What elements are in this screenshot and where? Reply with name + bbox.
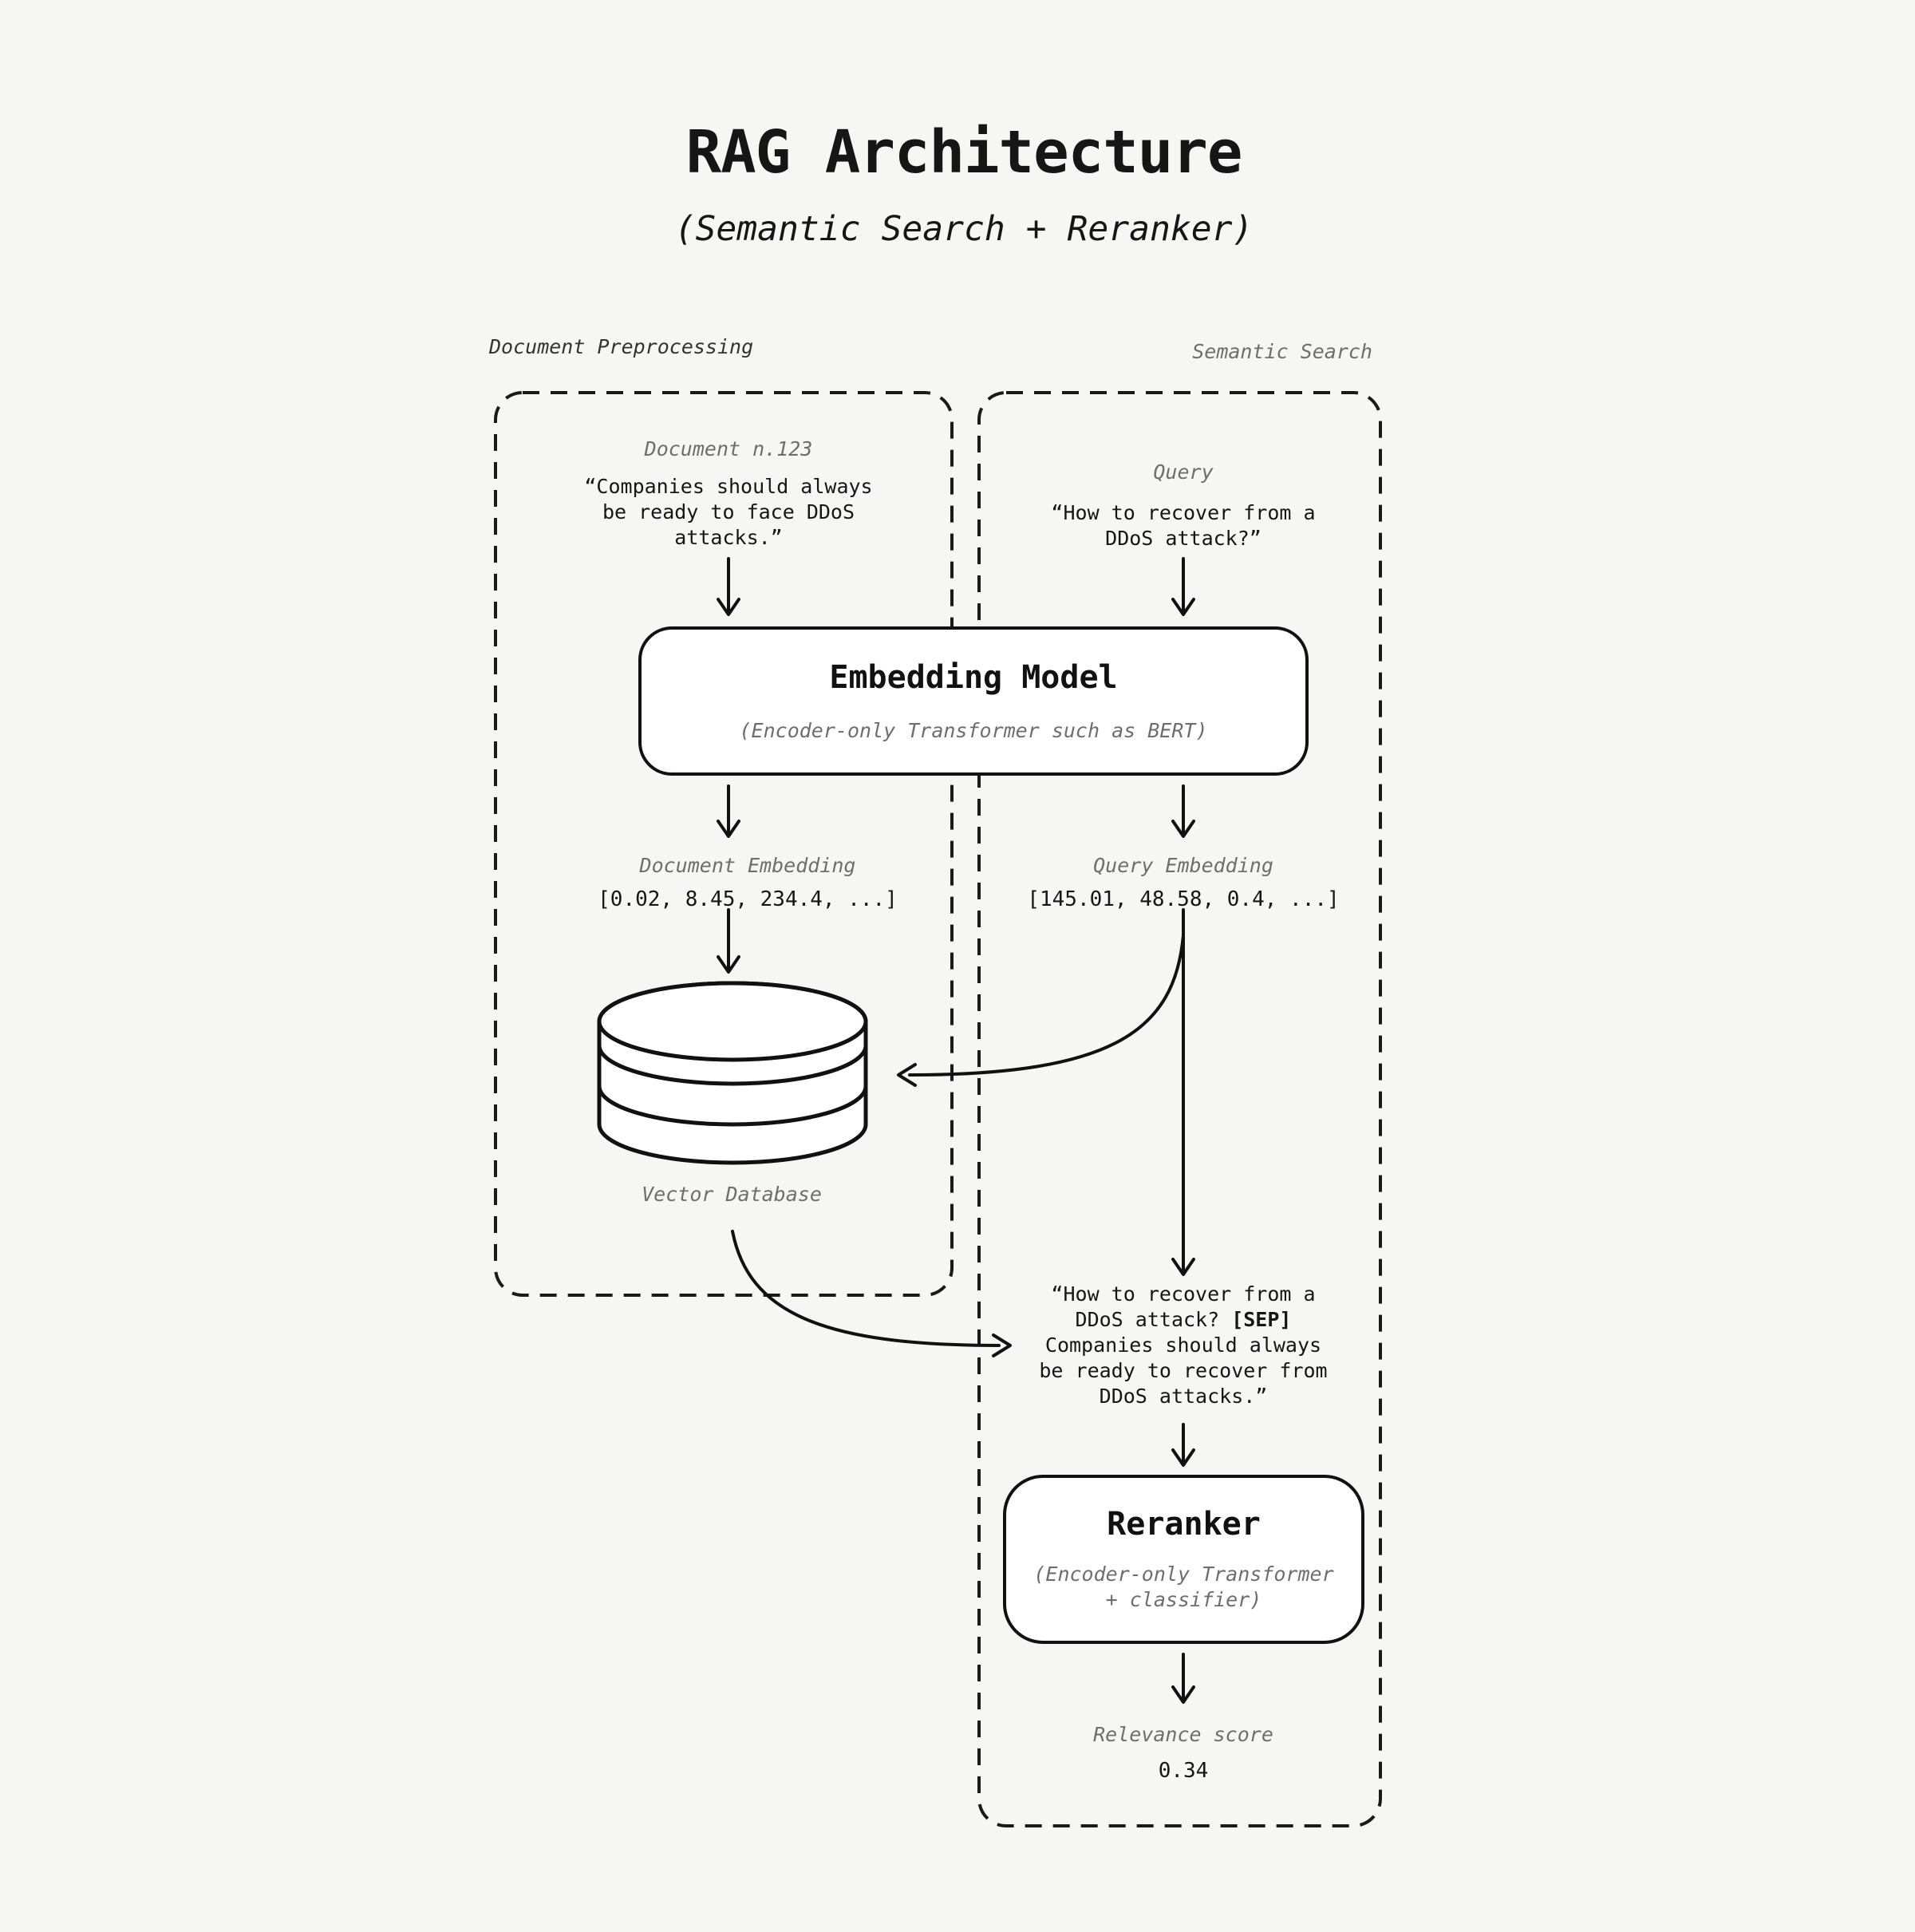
document-label: Document n.123: [644, 437, 813, 460]
arrow-query-to-embedding-icon: [1171, 557, 1195, 616]
document-preprocessing-box: [494, 391, 954, 1297]
page-subtitle: (Semantic Search + Reranker): [674, 209, 1254, 249]
embedding-model-subtitle: (Encoder-only Transformer such as BERT): [739, 718, 1208, 742]
reranker-input-line4: be ready to recover from: [1039, 1359, 1328, 1382]
reranker-box: Reranker (Encoder-only Transformer + cla…: [1003, 1475, 1364, 1644]
section-label-document-preprocessing: Document Preprocessing: [489, 335, 754, 358]
database-icon: [597, 981, 868, 1165]
arrow-query-embedding-to-input-icon: [1171, 908, 1195, 1276]
arrow-doc-embedding-to-db-icon: [717, 908, 740, 974]
reranker-title: Reranker: [1107, 1506, 1261, 1543]
reranker-input-line1: “How to recover from a: [1051, 1282, 1316, 1306]
reranker-input-line2: DDoS attack? [SEP]: [1075, 1308, 1292, 1331]
arrow-embedding-to-query-embedding-icon: [1171, 784, 1195, 838]
document-embedding-label: Document Embedding: [639, 854, 856, 877]
query-embedding-label: Query Embedding: [1093, 854, 1273, 877]
section-label-semantic-search: Semantic Search: [1192, 340, 1372, 363]
reranker-subtitle: (Encoder-only Transformer + classifier): [1033, 1563, 1334, 1611]
document-embedding-values: [0.02, 8.45, 234.4, ...]: [598, 887, 898, 911]
reranker-input-line3: Companies should always: [1044, 1333, 1322, 1357]
semantic-search-box: [977, 391, 1382, 1827]
embedding-model-box: Embedding Model (Encoder-only Transforme…: [638, 626, 1309, 776]
relevance-score-label: Relevance score: [1093, 1723, 1273, 1746]
page-title: RAG Architecture: [685, 118, 1243, 187]
arrow-query-embedding-to-db-icon: [897, 934, 1185, 1087]
arrow-document-to-embedding-icon: [717, 557, 740, 616]
arrow-reranker-to-score-icon: [1171, 1653, 1195, 1704]
arrow-embedding-to-doc-embedding-icon: [717, 784, 740, 838]
arrow-input-to-reranker-icon: [1171, 1423, 1195, 1467]
query-embedding-values: [145.01, 48.58, 0.4, ...]: [1027, 887, 1340, 911]
reranker-input-line5: DDoS attacks.”: [1099, 1385, 1268, 1408]
query-text: “How to recover from a DDoS attack?”: [1051, 501, 1316, 550]
arrow-db-to-input-icon: [731, 1230, 1012, 1357]
relevance-score-value: 0.34: [1158, 1759, 1209, 1783]
reranker-input-text: “How to recover from a DDoS attack? [SEP…: [968, 1282, 1399, 1409]
query-label: Query: [1153, 460, 1214, 484]
embedding-model-title: Embedding Model: [829, 658, 1118, 696]
sep-token: [SEP]: [1231, 1308, 1292, 1331]
document-text: “Companies should always be ready to fac…: [584, 475, 873, 549]
vector-database-label: Vector Database: [642, 1183, 822, 1206]
